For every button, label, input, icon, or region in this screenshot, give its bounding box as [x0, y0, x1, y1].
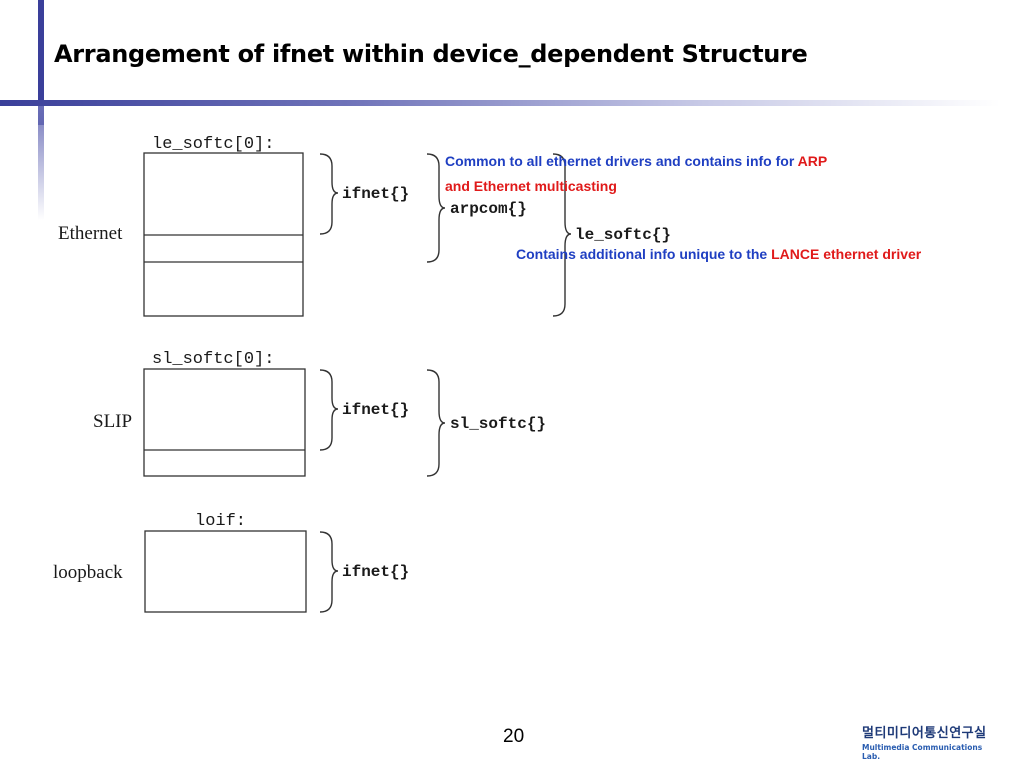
- loopback-label: loopback: [53, 562, 123, 583]
- slip-ifnet-label: ifnet{}: [342, 401, 409, 419]
- ethernet-ifnet-brace: [319, 153, 339, 235]
- sl-softc-label: sl_softc{}: [450, 415, 546, 433]
- page-number: 20: [503, 726, 525, 747]
- loopback-struct-name: loif:: [195, 512, 246, 531]
- lab-logo: 멀티미디어통신연구실 Multimedia Communications Lab…: [862, 722, 1002, 761]
- le-softc-label: le_softc{}: [575, 226, 671, 244]
- lab-logo-english: Multimedia Communications Lab.: [862, 743, 983, 761]
- sl-softc-brace: [426, 369, 446, 477]
- common-info-note: Common to all ethernet drivers and conta…: [445, 153, 827, 169]
- le-softc-brace: [552, 153, 572, 317]
- arpcom-label: arpcom{}: [450, 200, 527, 218]
- slip-struct-name: sl_softc[0]:: [152, 350, 274, 369]
- arpcom-brace: [426, 153, 446, 263]
- lance-highlight: LANCE ethernet driver: [771, 246, 922, 262]
- multicast-note: and Ethernet multicasting: [445, 178, 617, 194]
- ethernet-ifnet-label: ifnet{}: [342, 185, 409, 203]
- slide-title: Arrangement of ifnet within device_depen…: [54, 40, 808, 68]
- frame-vertical-bar: [38, 0, 44, 125]
- frame-horizontal-bar: [0, 100, 1000, 106]
- frame-vertical-fade: [38, 100, 44, 220]
- slip-struct-box: [143, 368, 306, 477]
- loopback-ifnet-brace: [319, 531, 339, 613]
- loopback-struct-box: [144, 530, 307, 613]
- loopback-ifnet-label: ifnet{}: [342, 563, 409, 581]
- additional-info-note: Contains additional info unique to the L…: [516, 246, 921, 262]
- ethernet-struct-name: le_softc[0]:: [152, 135, 274, 154]
- lab-logo-korean: 멀티미디어통신연구실: [862, 726, 987, 741]
- arp-highlight: ARP: [797, 153, 828, 169]
- additional-info-text: Contains additional info unique to the: [516, 246, 772, 262]
- slip-label: SLIP: [93, 411, 132, 432]
- ethernet-label: Ethernet: [58, 223, 123, 244]
- common-info-text: Common to all ethernet drivers and conta…: [445, 153, 798, 169]
- slip-ifnet-brace: [319, 369, 339, 451]
